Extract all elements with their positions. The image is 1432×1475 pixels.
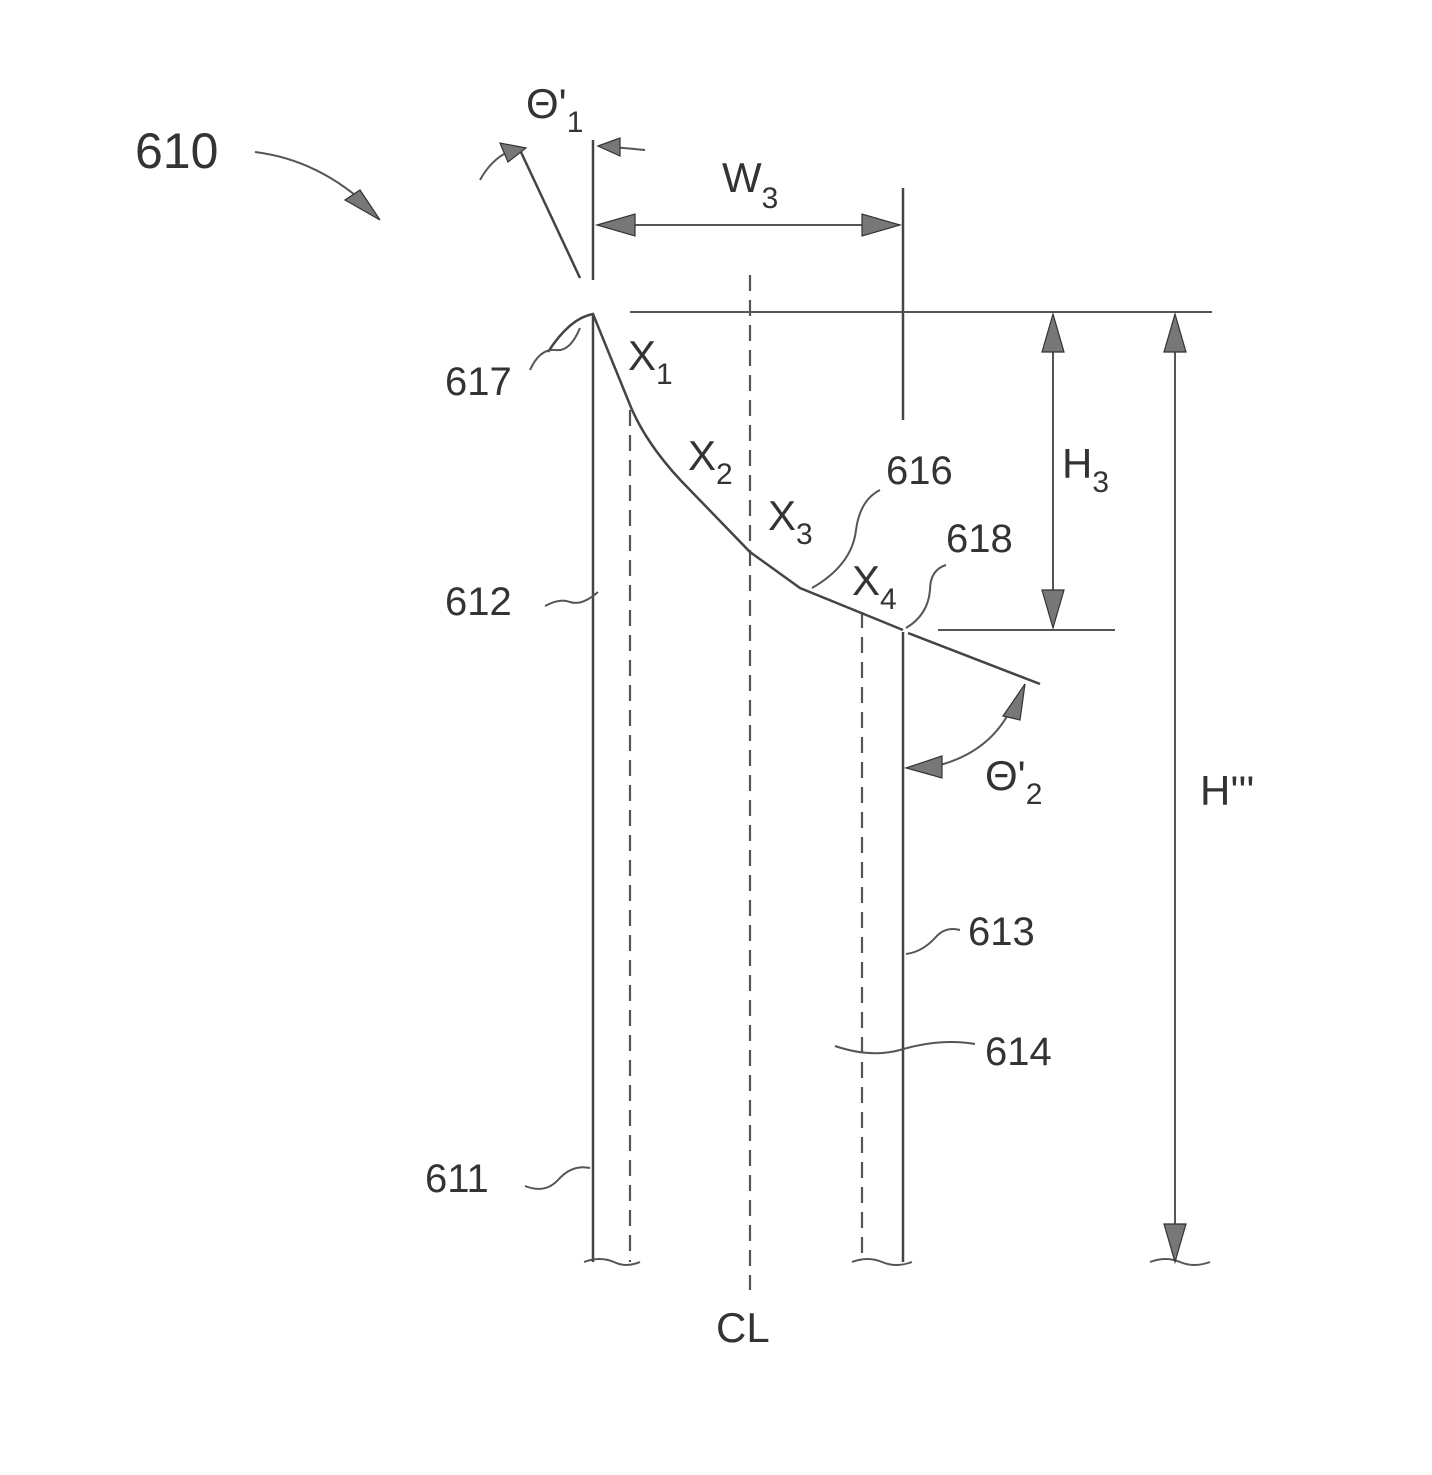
ref-613-leader — [906, 929, 960, 954]
w3-arrowhead-right — [862, 214, 900, 236]
h-total-arrowhead-bottom — [1164, 1224, 1186, 1262]
h-total-label: H''' — [1200, 767, 1254, 814]
theta1-arrowhead-right — [598, 138, 620, 156]
ref-618-leader — [906, 565, 946, 628]
ref-611-label: 611 — [425, 1157, 489, 1201]
h-total-arrowhead-top — [1164, 314, 1186, 352]
theta1-angled-line — [520, 150, 580, 278]
ref-617-leader — [530, 328, 580, 370]
theta2-arrowhead-lower — [906, 756, 942, 778]
break-mark-dimension — [1150, 1259, 1210, 1265]
centerline-label: CL — [716, 1304, 770, 1351]
theta2-arrowhead-upper — [1003, 684, 1025, 720]
figure-label: 610 — [135, 123, 218, 179]
ref-612-label: 612 — [445, 580, 512, 624]
theta2-label: Θ'2 — [985, 752, 1042, 811]
ref-616-label: 616 — [886, 449, 953, 493]
ref-611-leader — [525, 1167, 590, 1189]
h3-arrowhead-bottom — [1042, 590, 1064, 628]
point-x1-label: X1 — [628, 332, 673, 391]
ref-614-label: 614 — [985, 1030, 1052, 1074]
theta1-label: Θ'1 — [526, 80, 583, 139]
h3-label: H3 — [1062, 440, 1109, 499]
w3-arrowhead-left — [597, 214, 635, 236]
theta2-angled-line — [908, 633, 1040, 684]
h3-arrowhead-top — [1042, 314, 1064, 352]
ref-617-label: 617 — [445, 360, 512, 404]
ref-614-leader — [835, 1042, 975, 1053]
w3-label: W3 — [722, 154, 778, 215]
point-x3-label: X3 — [768, 492, 813, 551]
point-x2-label: X2 — [688, 432, 733, 491]
ref-612-leader — [545, 592, 598, 606]
figure-label-arrowhead — [345, 190, 380, 220]
point-x4-label: X4 — [852, 557, 897, 616]
ref-618-label: 618 — [946, 517, 1013, 561]
ref-613-label: 613 — [968, 910, 1035, 954]
